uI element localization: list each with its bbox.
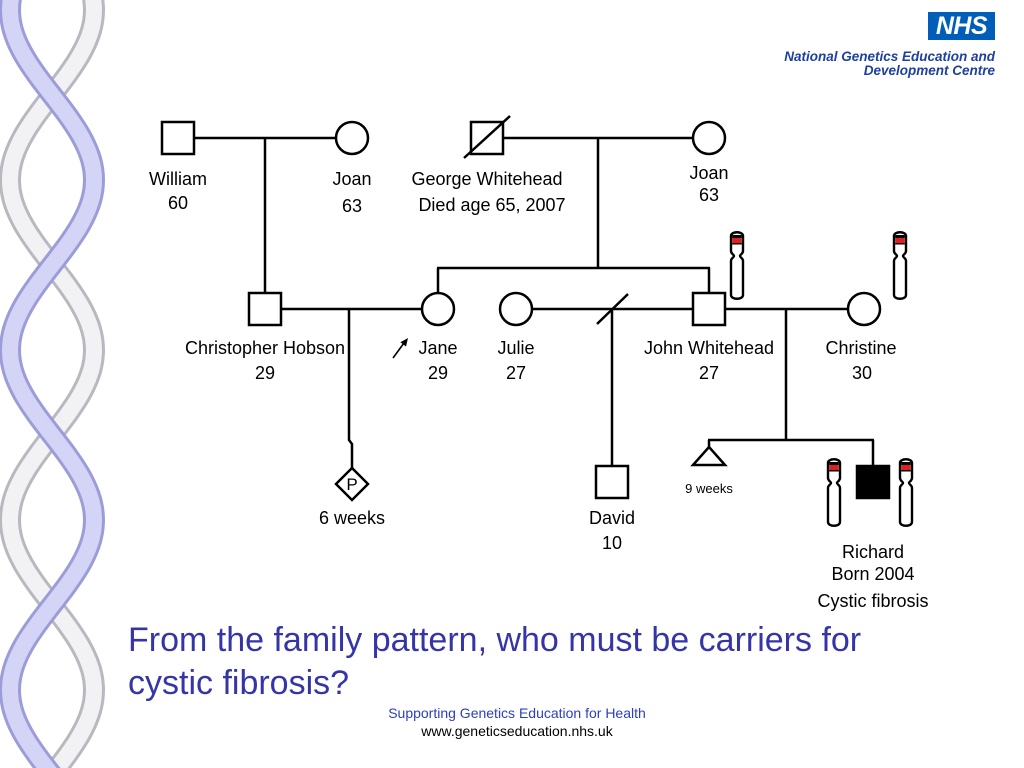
jane-age: 29 [427, 362, 449, 383]
john-chromosome-icon [729, 231, 745, 300]
organisation-name-line1: National Genetics Education and [784, 49, 995, 64]
richard-name: Richard [841, 541, 905, 562]
proband-arrow-icon [392, 338, 408, 359]
question-line2: cystic fibrosis? [128, 664, 350, 702]
george-deceased-male-icon [463, 115, 511, 159]
christopher-male-icon [247, 291, 283, 327]
nhs-logo-text: NHS [935, 12, 988, 40]
jane-female-icon [420, 291, 456, 327]
miscarriage-gestation: 9 weeks [685, 481, 733, 496]
proband-arrow-shaft [392, 342, 405, 359]
christine-female-icon [846, 291, 882, 327]
jane-name: Jane [418, 337, 458, 358]
pregnancy-gestation: 6 weeks [318, 507, 386, 528]
nhs-logo: NHS [928, 12, 995, 40]
john-age: 27 [698, 362, 720, 383]
richard-chromosome-right-icon [898, 458, 914, 527]
christine-name: Christine [825, 337, 897, 358]
christopher-name: Christopher Hobson [184, 337, 346, 358]
dna-helix-decoration [0, 0, 106, 768]
david-name: David [588, 507, 636, 528]
footer-url: www.geneticseducation.nhs.uk [421, 723, 613, 739]
julie-female-icon [498, 291, 534, 327]
george-name: George Whitehead [411, 168, 563, 189]
dna-strand-lavender [1, 0, 103, 768]
richard-born: Born 2004 [831, 563, 915, 584]
george-status: Died age 65, 2007 [418, 194, 566, 215]
william-age: 60 [167, 192, 189, 213]
joan-1-female-icon [334, 120, 370, 156]
descent-line-christopher-jane [347, 309, 354, 468]
richard-affected-male-icon [855, 464, 891, 500]
footer: Supporting Genetics Education for Health… [388, 704, 646, 740]
pregnancy-diamond-icon: P [334, 466, 370, 502]
proband-arrow-head [400, 338, 408, 347]
joan-1-age: 63 [341, 195, 363, 216]
joan-2-age: 63 [698, 184, 720, 205]
william-male-icon [160, 120, 196, 156]
christine-age: 30 [851, 362, 873, 383]
john-name: John Whitehead [643, 337, 775, 358]
joan-2-female-icon [691, 120, 727, 156]
joan-2-name: Joan [689, 162, 729, 183]
william-name: William [149, 168, 207, 189]
miscarriage-triangle-icon [690, 445, 728, 467]
question-text: From the family pattern, who must be car… [128, 619, 861, 705]
julie-name: Julie [497, 337, 535, 358]
joan-1-name: Joan [332, 168, 372, 189]
richard-condition: Cystic fibrosis [817, 590, 929, 611]
dna-strand-grey [1, 0, 103, 768]
richard-chromosome-left-icon [826, 458, 842, 527]
organisation-name-line2: Development Centre [863, 63, 995, 78]
deceased-slash [463, 115, 511, 159]
pregnancy-symbol: P [346, 475, 357, 494]
julie-age: 27 [505, 362, 527, 383]
john-male-icon [691, 291, 727, 327]
question-line1: From the family pattern, who must be car… [128, 621, 862, 659]
christine-chromosome-icon [892, 231, 908, 300]
david-age: 10 [601, 532, 623, 553]
organisation-name: National Genetics Education and Developm… [784, 50, 995, 78]
david-male-icon [594, 464, 630, 500]
footer-tagline: Supporting Genetics Education for Health [388, 705, 646, 721]
christopher-age: 29 [254, 362, 276, 383]
pregnancy-diamond [334, 466, 370, 502]
